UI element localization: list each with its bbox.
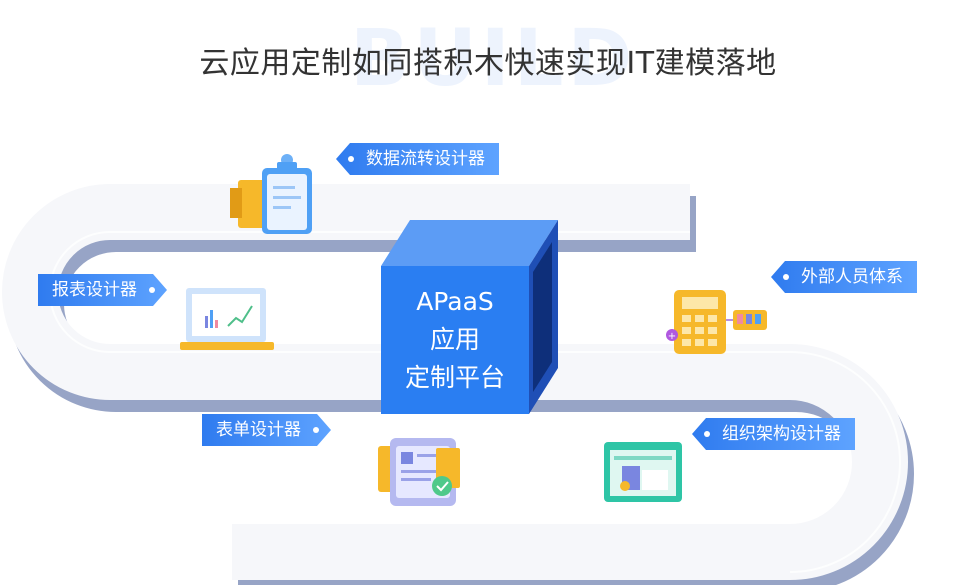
org-chart-icon <box>604 442 682 502</box>
platform-cube <box>381 220 558 414</box>
road-surface <box>2 184 908 580</box>
tag-external-people: 外部人员体系 <box>771 261 917 293</box>
calculator-people-icon: + <box>666 290 767 354</box>
tag-dot <box>704 431 710 437</box>
laptop-chart-icon <box>180 288 274 350</box>
platform-line-1: APaaS <box>416 287 494 316</box>
page-title: 云应用定制如同搭积木快速实现IT建模落地 <box>199 46 777 81</box>
tag-label: 组织架构设计器 <box>722 424 841 444</box>
tag-label: 表单设计器 <box>216 420 301 440</box>
tag-dot <box>149 287 155 293</box>
platform-label: APaaS 应用 定制平台 <box>381 283 529 397</box>
tag-label: 数据流转设计器 <box>366 149 485 169</box>
tag-report-designer: 报表设计器 <box>38 274 167 306</box>
road-inner-line <box>49 231 901 573</box>
tag-dot <box>348 156 354 162</box>
clipboard-icon <box>230 154 312 234</box>
tag-dot <box>313 427 319 433</box>
platform-line-3: 定制平台 <box>404 363 505 392</box>
tag-form-designer: 表单设计器 <box>202 414 331 446</box>
tag-org-designer: 组织架构设计器 <box>692 418 855 450</box>
form-check-icon <box>378 438 460 506</box>
platform-line-2: 应用 <box>429 325 480 354</box>
tag-data-flow-designer: 数据流转设计器 <box>336 143 499 175</box>
build-watermark: BUILD <box>350 14 637 104</box>
tag-label: 报表设计器 <box>52 280 137 300</box>
svg-text:+: + <box>668 331 676 342</box>
tag-label: 外部人员体系 <box>801 267 903 287</box>
tag-dot <box>783 274 789 280</box>
